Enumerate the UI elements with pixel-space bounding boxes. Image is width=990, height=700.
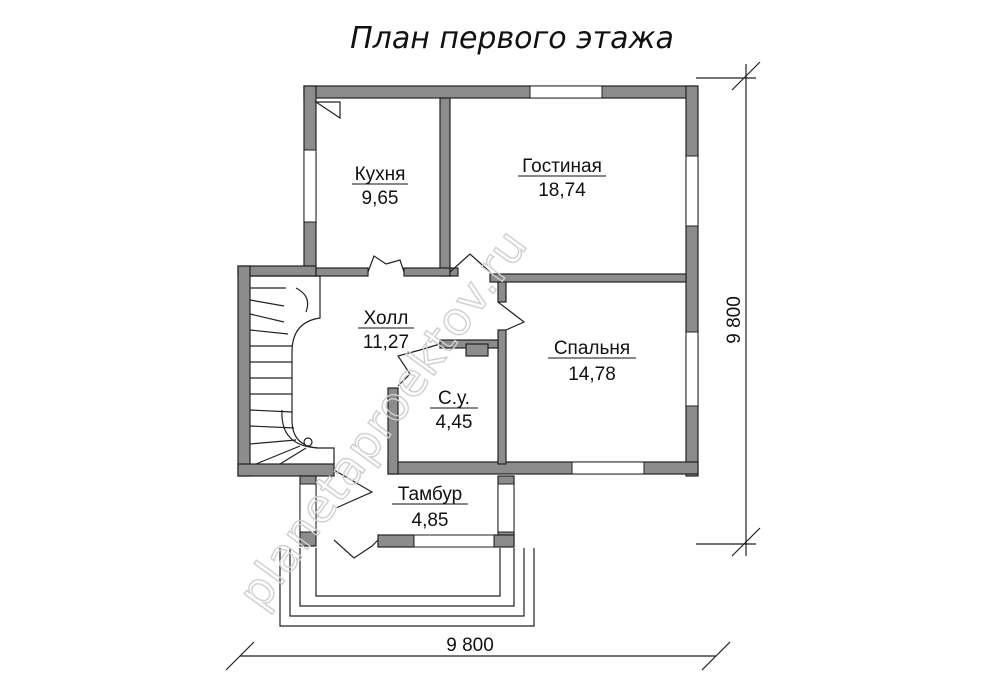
door-bedroom (497, 301, 526, 331)
bathroom-name: С.у. (438, 388, 470, 409)
living-room-area: 18,74 (538, 180, 586, 201)
watermark: planetaproektov.ru (227, 219, 538, 618)
doors (314, 101, 526, 559)
height-dimension: 9 800 (724, 296, 745, 344)
vestibule-name: Тамбур (398, 484, 463, 505)
bedroom-partition-bottom (497, 329, 507, 465)
window-kitchen-left (303, 149, 317, 223)
kitchen-bottom-wall-b (403, 267, 451, 277)
window-vestibule-left (299, 483, 317, 533)
window-bedroom-right (685, 331, 699, 407)
door-kitchen-leaf (385, 259, 405, 273)
bedroom-name: Спальня (554, 338, 630, 359)
bathroom-area: 4,45 (436, 412, 473, 433)
staircase (249, 275, 335, 465)
living-bottom-wall-b (489, 273, 687, 283)
door-bathroom (397, 343, 441, 387)
door-outside (333, 539, 379, 559)
room-labels: Кухня 9,65 Гостиная 18,74 Холл 11,27 Спа… (352, 156, 636, 531)
window-living-right (685, 155, 699, 227)
hall-area: 11,27 (363, 332, 409, 353)
top-wall (303, 85, 697, 99)
kitchen-bottom-wall-a (315, 267, 369, 277)
width-dimension: 9 800 (446, 635, 494, 656)
bottom-wall (387, 461, 699, 475)
door-entry (333, 469, 374, 509)
kitchen-name: Кухня (355, 164, 406, 185)
window-bedroom-bottom (571, 461, 645, 475)
window-vestibule-right (497, 483, 515, 533)
windows (299, 85, 699, 548)
living-room-name: Гостиная (522, 156, 602, 177)
plan-title: План первого этажа (350, 21, 674, 56)
door-kitchen (367, 255, 387, 273)
hall-name: Холл (364, 308, 409, 329)
vestibule-bottom-wall-a (377, 534, 415, 548)
window-living-top (529, 85, 603, 99)
bathroom-left-wall (387, 387, 399, 475)
vestibule-bottom-wall-b (493, 534, 515, 548)
entry-steps (279, 548, 535, 627)
bedroom-area: 14,78 (568, 364, 616, 385)
vestibule-area: 4,85 (412, 510, 449, 531)
window-vestibule-bottom (413, 534, 495, 548)
kitchen-area: 9,65 (362, 188, 399, 209)
stair-left-wall (237, 265, 251, 477)
door-living (449, 253, 491, 273)
kitchen-living-partition (439, 97, 451, 277)
dimension-lines (225, 61, 761, 671)
bedroom-partition-top (497, 281, 507, 303)
right-wall (685, 85, 699, 477)
kitchen-stove-icon (314, 101, 341, 120)
bathroom-fixture (465, 343, 489, 357)
